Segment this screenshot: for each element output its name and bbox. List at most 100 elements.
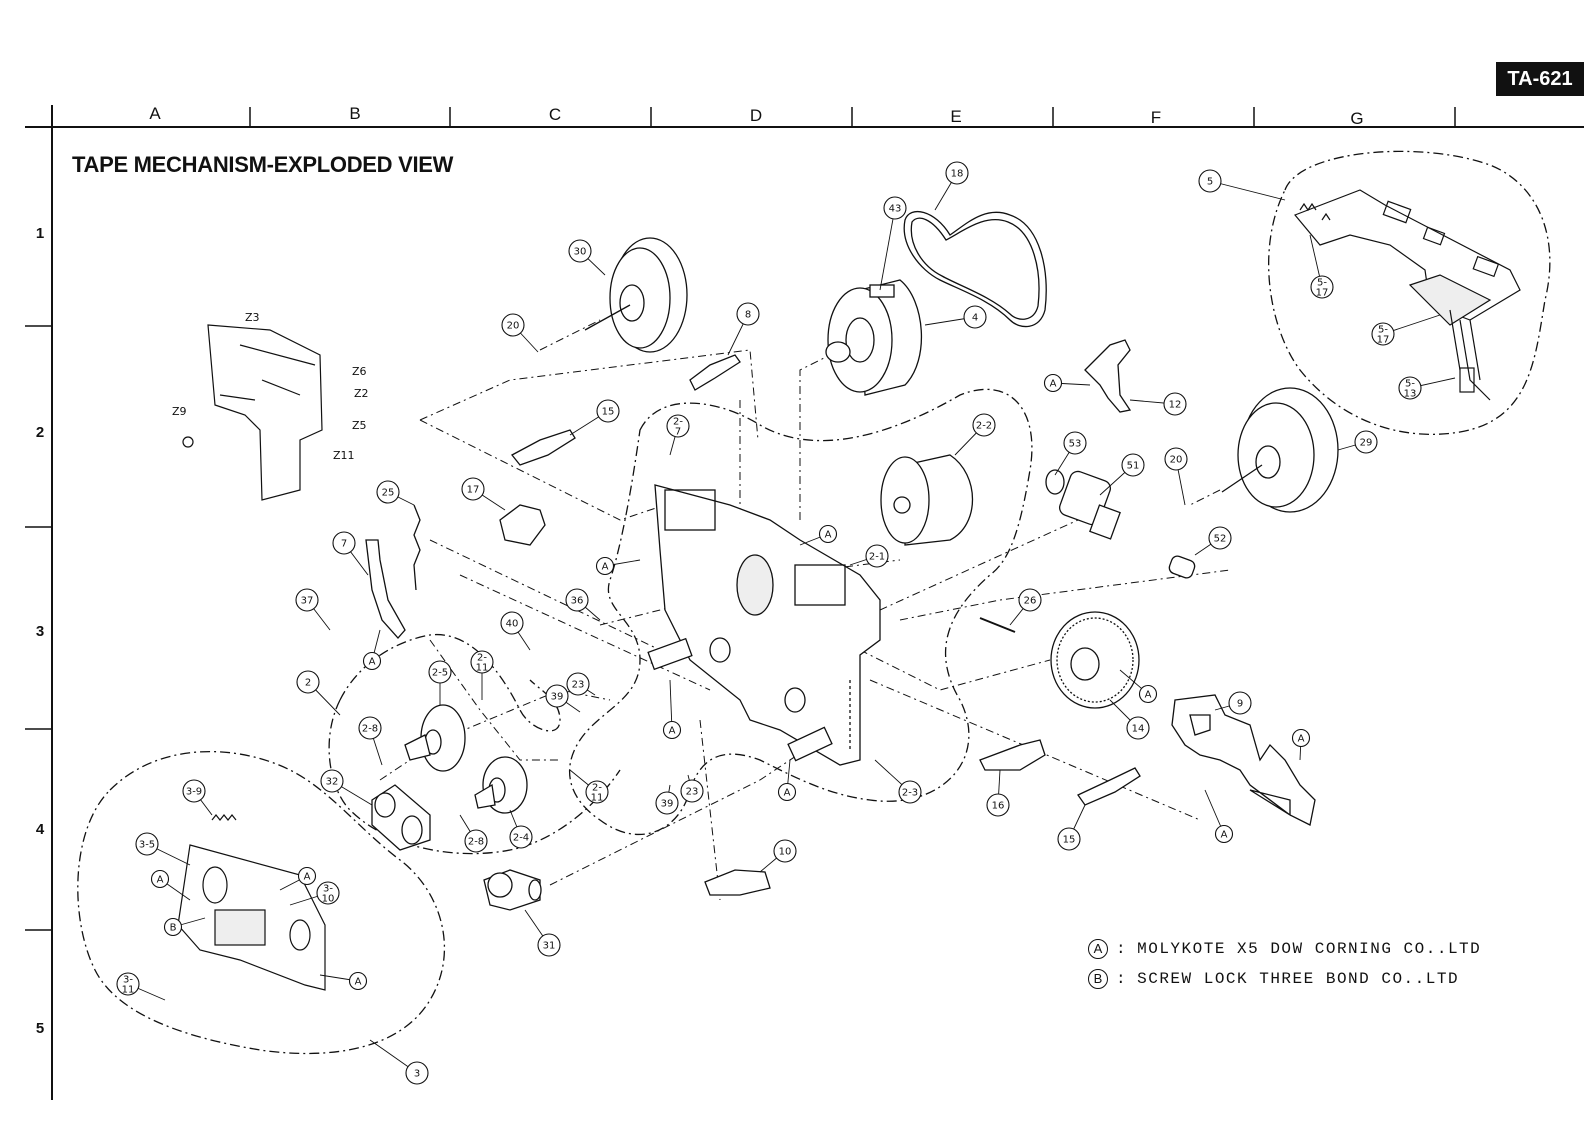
marker-label: A xyxy=(784,788,791,799)
column-label-f: F xyxy=(1151,108,1161,127)
legend-text-a: MOLYKOTE X5 DOW CORNING CO..LTD xyxy=(1137,940,1482,958)
callout-p18: 18 xyxy=(934,161,969,211)
callout-label: 2-3 xyxy=(902,788,918,799)
callout-label: 5- xyxy=(1405,379,1415,390)
marker-label: A xyxy=(1221,830,1228,841)
callout-label: 53 xyxy=(1069,439,1082,450)
callout-label: 18 xyxy=(951,169,964,180)
callout-label: 2- xyxy=(592,783,602,794)
callout-label: 40 xyxy=(506,619,519,630)
callout-label: 2- xyxy=(673,417,683,428)
gear-14 xyxy=(1050,611,1140,709)
marker-label: A xyxy=(369,657,376,668)
pinch-roller-31 xyxy=(483,869,542,911)
marker-label: A xyxy=(355,977,362,988)
callout-label: 23 xyxy=(686,787,699,798)
callout-p53: 53 xyxy=(1054,431,1087,476)
callout-label: 5 xyxy=(1207,177,1213,188)
model-badge: TA-621 xyxy=(1496,62,1584,96)
lever-10 xyxy=(704,869,771,896)
callout-p2_5: 2-5 xyxy=(428,660,452,705)
row-label-5: 5 xyxy=(36,1020,44,1037)
part-callouts: 184330420855-175-175-13152-72-2125351202… xyxy=(116,161,1456,1085)
column-label-e: E xyxy=(950,107,961,126)
callout-p2_7: 2-7 xyxy=(666,414,690,456)
callout-label: 31 xyxy=(543,941,556,952)
marker-label: A xyxy=(669,726,676,737)
grid-frame xyxy=(25,105,1584,1100)
callout-p51: 51 xyxy=(1099,453,1145,496)
callout-label: 15 xyxy=(1063,835,1076,846)
callout-p5_13: 5-13 xyxy=(1398,376,1456,400)
callout-label: 2-2 xyxy=(976,421,992,432)
callout-label: 10 xyxy=(322,894,335,905)
callout-p23a: 23 xyxy=(566,672,596,696)
callout-p2_8a: 2-8 xyxy=(358,716,383,766)
legend-symbol-b: B xyxy=(1088,969,1108,989)
callout-label: 17 xyxy=(467,485,480,496)
column-labels: A B C D E F G xyxy=(149,104,1363,128)
marker-a: A xyxy=(777,759,797,802)
callout-label: 13 xyxy=(1404,389,1417,400)
reel-motor-2-2 xyxy=(880,454,973,546)
callout-p25: 25 xyxy=(376,480,415,506)
callout-p20b: 20 xyxy=(1164,447,1188,506)
callout-p7: 7 xyxy=(332,531,369,576)
callout-label: 8 xyxy=(745,310,751,321)
callout-p3: 3 xyxy=(369,1039,429,1085)
marker-a: A xyxy=(319,971,368,991)
flywheel-30 xyxy=(584,237,688,353)
row-label-3: 3 xyxy=(36,623,44,640)
callout-p14: 14 xyxy=(1109,699,1150,740)
motor-4 xyxy=(825,279,922,396)
callout-label: 17 xyxy=(1316,288,1329,299)
legend-row-b: B : SCREW LOCK THREE BOND CO..LTD xyxy=(1088,964,1481,994)
callout-p36: 36 xyxy=(565,588,601,621)
callout-p8: 8 xyxy=(727,302,760,356)
rod-26 xyxy=(979,617,1016,633)
row-label-1: 1 xyxy=(36,225,44,242)
callout-p2_1: 2-1 xyxy=(849,544,889,568)
sleeve-52 xyxy=(1168,555,1196,579)
callout-label: 26 xyxy=(1024,596,1037,607)
callout-label: 52 xyxy=(1214,534,1227,545)
row-label-4: 4 xyxy=(36,821,45,838)
callout-label: 17 xyxy=(1377,335,1390,346)
page-title: TAPE MECHANISM-EXPLODED VIEW xyxy=(72,152,454,177)
callout-p4: 4 xyxy=(924,305,987,329)
marker-a: A xyxy=(1204,789,1234,844)
callout-p12: 12 xyxy=(1129,392,1187,416)
callout-label: 2-8 xyxy=(468,837,484,848)
head-assembly-3 xyxy=(177,814,326,991)
outline-chassis-2 xyxy=(568,388,1033,836)
pinch-roller-32 xyxy=(371,784,431,851)
spring-25 xyxy=(413,504,421,591)
column-label-b: B xyxy=(349,104,360,123)
outline-reel-2 xyxy=(339,634,561,732)
marker-label: A xyxy=(602,562,609,573)
pcb-board-5 xyxy=(1294,189,1521,401)
callout-p43: 43 xyxy=(879,196,907,291)
marker-b: B xyxy=(163,917,206,937)
legend: A : MOLYKOTE X5 DOW CORNING CO..LTD B : … xyxy=(1088,934,1481,994)
callout-p31: 31 xyxy=(524,909,561,957)
lever-12 xyxy=(1084,339,1132,413)
marker-a: A xyxy=(1119,669,1158,704)
callout-label: 20 xyxy=(1170,455,1183,466)
callout-p15a: 15 xyxy=(569,399,620,436)
callout-label: 2 xyxy=(305,678,311,689)
z-label-z5: Z5 xyxy=(352,419,367,432)
flywheel-29 xyxy=(1221,387,1339,513)
callout-p2_2: 2-2 xyxy=(954,413,996,456)
legend-text-b: SCREW LOCK THREE BOND CO..LTD xyxy=(1137,970,1460,988)
callout-label: 11 xyxy=(476,663,489,674)
reel-table-2-5 xyxy=(404,704,466,772)
callout-p15b: 15 xyxy=(1057,804,1086,851)
lever-15b xyxy=(1077,767,1141,806)
marker-a: A xyxy=(1043,373,1091,393)
marker-a: A xyxy=(595,556,641,576)
callout-label: 5- xyxy=(1317,278,1327,289)
callout-p39a: 39 xyxy=(545,684,581,713)
reel-table-2-4 xyxy=(474,756,528,814)
